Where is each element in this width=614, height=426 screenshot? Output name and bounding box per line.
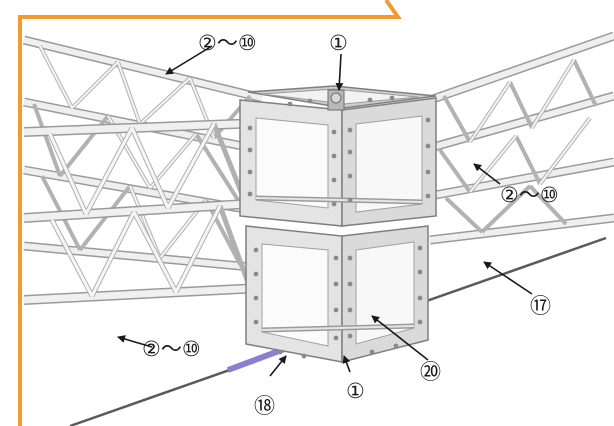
- leader-part-18: [269, 355, 287, 377]
- callout-part-17: ⑰: [530, 294, 551, 318]
- leader-part-1-top: [335, 53, 344, 91]
- orange-frame: [18, 0, 402, 426]
- corner-block-bolts: [247, 95, 431, 359]
- center-connector: [327, 89, 345, 111]
- leader-part-1-bottom: [342, 355, 351, 373]
- callout-parts-2-10-top: ②〜⑩: [198, 31, 257, 55]
- callout-parts-2-10-right: ②〜⑩: [500, 183, 559, 207]
- callout-part-1-bottom: ①: [346, 379, 365, 403]
- leader-part-17: [483, 261, 533, 295]
- callout-part-18: ⑱: [254, 394, 275, 418]
- frame-top-edge: [18, 0, 402, 426]
- leader-parts-2-10-right: [473, 163, 501, 185]
- callout-part-20: ⑳: [420, 360, 441, 384]
- leader-lines: [117, 45, 533, 377]
- leader-part-20: [371, 315, 429, 361]
- callout-labels: ②〜⑩ ① ②〜⑩ ⑰ ②〜⑩ ⑳ ① ⑱: [142, 31, 559, 418]
- corner-block: [239, 85, 437, 363]
- callout-part-1-top: ①: [329, 31, 348, 55]
- leader-parts-2-10-top: [165, 45, 213, 75]
- callout-parts-2-10-left: ②〜⑩: [142, 337, 201, 361]
- right-truss: [428, 31, 614, 245]
- leader-parts-2-10-left: [117, 335, 153, 348]
